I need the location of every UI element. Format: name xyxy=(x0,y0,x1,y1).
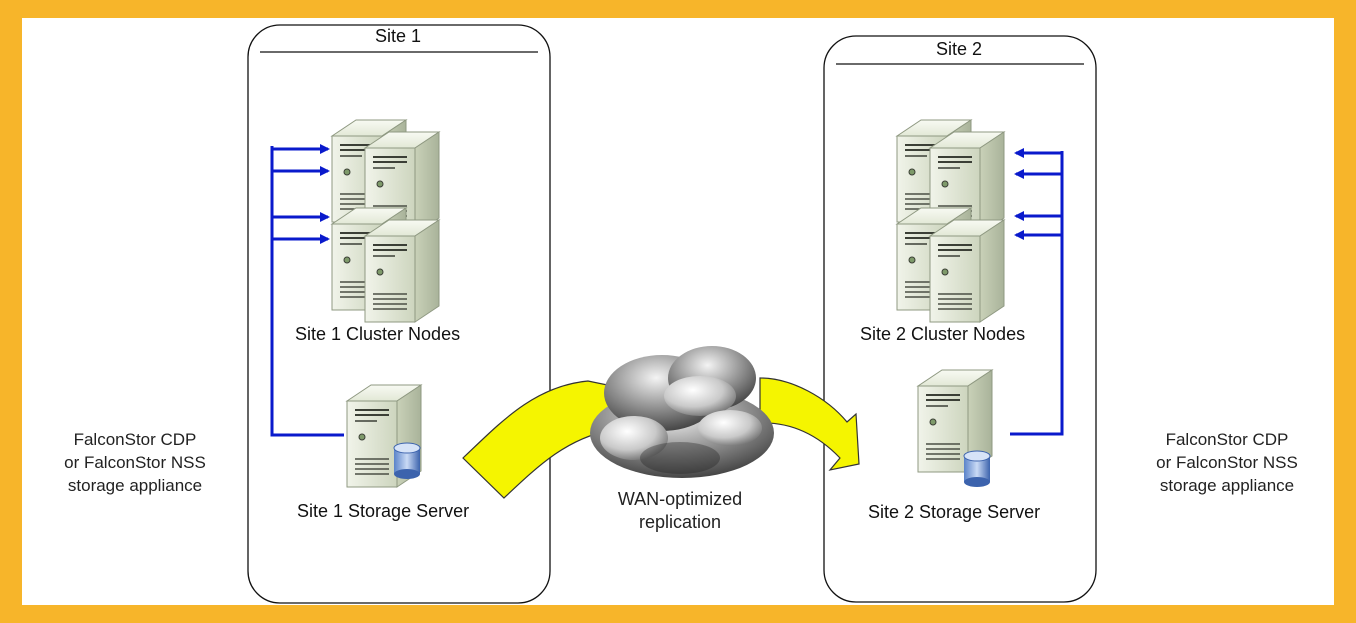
site1-cluster-icon xyxy=(331,119,440,323)
right-appliance-label: FalconStor CDP or FalconStor NSS storage… xyxy=(1156,430,1298,495)
wan-label: WAN-optimized replication xyxy=(617,489,743,532)
server-tower-icon xyxy=(929,219,1005,323)
server-tower-icon xyxy=(364,219,440,323)
database-disk-icon xyxy=(393,442,421,479)
site2-storage-server-icon xyxy=(917,369,993,487)
diagram-canvas: Site 1 Site 2 Site 1 Cluster Nodes Site … xyxy=(22,18,1334,605)
site1-connectors xyxy=(270,144,344,437)
site2-cluster-label: Site 2 Cluster Nodes xyxy=(860,324,1026,344)
diagram-svg xyxy=(247,24,1097,604)
replication-arrow-right xyxy=(759,377,860,471)
left-appliance-label: FalconStor CDP or FalconStor NSS storage… xyxy=(64,430,206,495)
site1-cluster-label: Site 1 Cluster Nodes xyxy=(295,324,461,344)
site2-cluster-icon xyxy=(896,119,1005,323)
database-disk-icon xyxy=(963,450,991,487)
site2-storage-label: Site 2 Storage Server xyxy=(868,502,1041,522)
site2-title: Site 2 xyxy=(936,39,983,59)
site1-storage-label: Site 1 Storage Server xyxy=(297,501,470,521)
site1-title: Site 1 xyxy=(375,26,422,46)
site2-connectors xyxy=(1010,148,1064,436)
cloud-icon xyxy=(590,346,774,478)
site1-storage-server-icon xyxy=(346,384,422,488)
